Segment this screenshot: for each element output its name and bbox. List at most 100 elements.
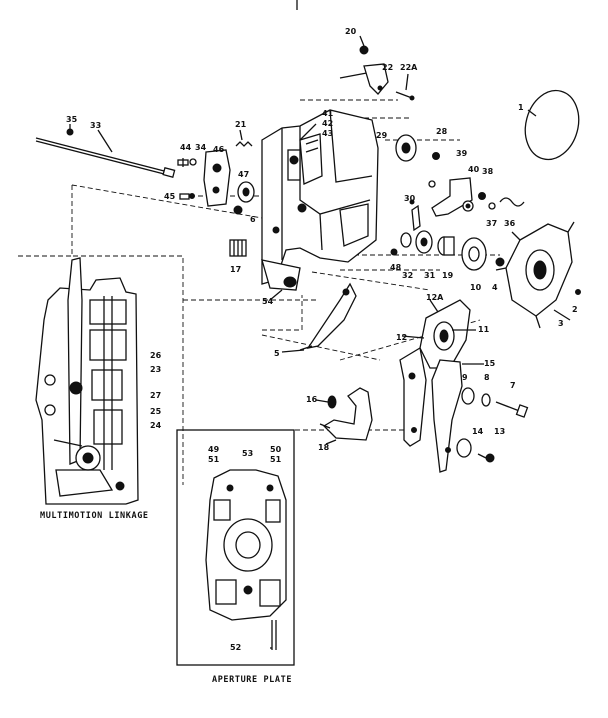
washer-part-8: [481, 393, 491, 407]
roller-part-17: [229, 239, 247, 257]
arm-part-16: [319, 387, 373, 441]
label-51: 51: [208, 455, 220, 464]
washer-part-9: [461, 387, 475, 405]
label-12a: 12A: [426, 293, 444, 302]
caption-multimotion-linkage: MULTIMOTION LINKAGE: [40, 511, 149, 521]
label-23: 23: [150, 365, 161, 374]
label-33: 33: [90, 121, 101, 130]
label-51b: 51: [270, 455, 282, 464]
label-20: 20: [345, 27, 357, 36]
label-41: 41: [322, 109, 334, 118]
label-19: 19: [442, 271, 454, 280]
rod-part-33: [35, 137, 176, 178]
multimotion-inset-border: [71, 185, 184, 485]
label-43: 43: [322, 129, 333, 138]
screw-part-13: [477, 453, 495, 463]
label-3: 3: [558, 319, 564, 328]
label-17: 17: [230, 265, 241, 274]
label-38: 38: [482, 167, 494, 176]
label-27: 27: [150, 391, 161, 400]
label-36: 36: [504, 219, 516, 228]
label-30: 30: [404, 194, 416, 203]
leader-lines: [69, 35, 571, 649]
label-18-hub: 10: [470, 283, 482, 292]
label-44: 44: [180, 143, 192, 152]
label-54: 54: [262, 297, 274, 306]
guide-line: [262, 295, 303, 331]
gear-part-29: [395, 134, 417, 162]
bushing-part-47: [237, 181, 255, 203]
plate-part-46: [203, 149, 231, 207]
bracket-part-40: [431, 177, 474, 217]
label-16: 16: [306, 395, 318, 404]
plate-part-12: [419, 299, 471, 369]
label-47: 47: [238, 170, 249, 179]
label-6: 6: [250, 215, 256, 224]
caption-aperture-plate: APERTURE PLATE: [212, 675, 292, 685]
label-12: 12: [396, 333, 407, 342]
label-37: 37: [486, 219, 497, 228]
link-part-5: [299, 282, 357, 351]
label-2: 2: [572, 305, 578, 314]
label-32: 32: [402, 271, 413, 280]
label-34: 34: [195, 143, 207, 152]
nut-part-20: [359, 45, 369, 55]
washer-34: [189, 158, 197, 166]
label-45: 45: [164, 192, 176, 201]
label-13: 13: [494, 427, 505, 436]
multimotion-linkage-drawing: [35, 257, 139, 505]
nut-part-6: [233, 205, 243, 215]
label-53-top: 53: [242, 449, 253, 458]
screw-part-2: [575, 289, 581, 295]
label-4: 4: [492, 283, 498, 292]
belt-part-1: [524, 89, 580, 161]
label-29: 29: [376, 131, 388, 140]
guide-line: [71, 184, 263, 219]
gear-part-31: [415, 230, 433, 254]
washer-part-32: [400, 232, 412, 248]
label-28: 28: [436, 127, 448, 136]
label-15: 15: [484, 359, 496, 368]
screw-44: [177, 158, 189, 167]
lever-part-15: [399, 346, 463, 473]
label-26: 26: [150, 351, 162, 360]
guide-line: [261, 334, 381, 361]
label-5: 5: [274, 349, 280, 358]
label-8: 8: [484, 373, 490, 382]
label-24: 24: [150, 421, 162, 430]
hub-part-18: [461, 237, 487, 271]
label-42: 42: [322, 119, 333, 128]
washer-part-37: [488, 202, 496, 210]
screw-part-49: [390, 248, 398, 256]
label-14: 14: [472, 427, 484, 436]
label-31: 31: [424, 271, 436, 280]
spring-part-36: [499, 197, 525, 207]
label-18: 18: [318, 443, 330, 452]
lever-part-22: [339, 63, 389, 95]
label-49: 49: [208, 445, 220, 454]
label-22: 22: [382, 63, 393, 72]
aperture-plate-drawing: [205, 469, 287, 650]
label-11: 11: [478, 325, 490, 334]
spring-part-21: [235, 141, 253, 147]
pulley-part-19: [437, 236, 455, 256]
label-9: 9: [462, 373, 468, 382]
label-40: 40: [468, 165, 480, 174]
label-1: 1: [518, 103, 524, 112]
nut-part-28: [432, 152, 440, 160]
screw-part-22a: [395, 91, 415, 101]
nut-part-30: [478, 192, 486, 200]
label-48: 48: [390, 263, 402, 272]
guide-line: [311, 271, 431, 291]
label-39: 39: [456, 149, 468, 158]
label-35: 35: [66, 115, 78, 124]
washer-part-14: [456, 438, 472, 458]
cam-part-3: [495, 221, 575, 329]
washer-part-39: [428, 180, 436, 188]
label-50: 50: [270, 445, 282, 454]
part-labels: 20 22 22A 1 35 33 21 41 42 43 29 28 44 3…: [66, 27, 578, 652]
clip-part-30: [411, 204, 421, 232]
label-22a: 22A: [400, 63, 418, 72]
nut-part-4: [495, 257, 505, 267]
